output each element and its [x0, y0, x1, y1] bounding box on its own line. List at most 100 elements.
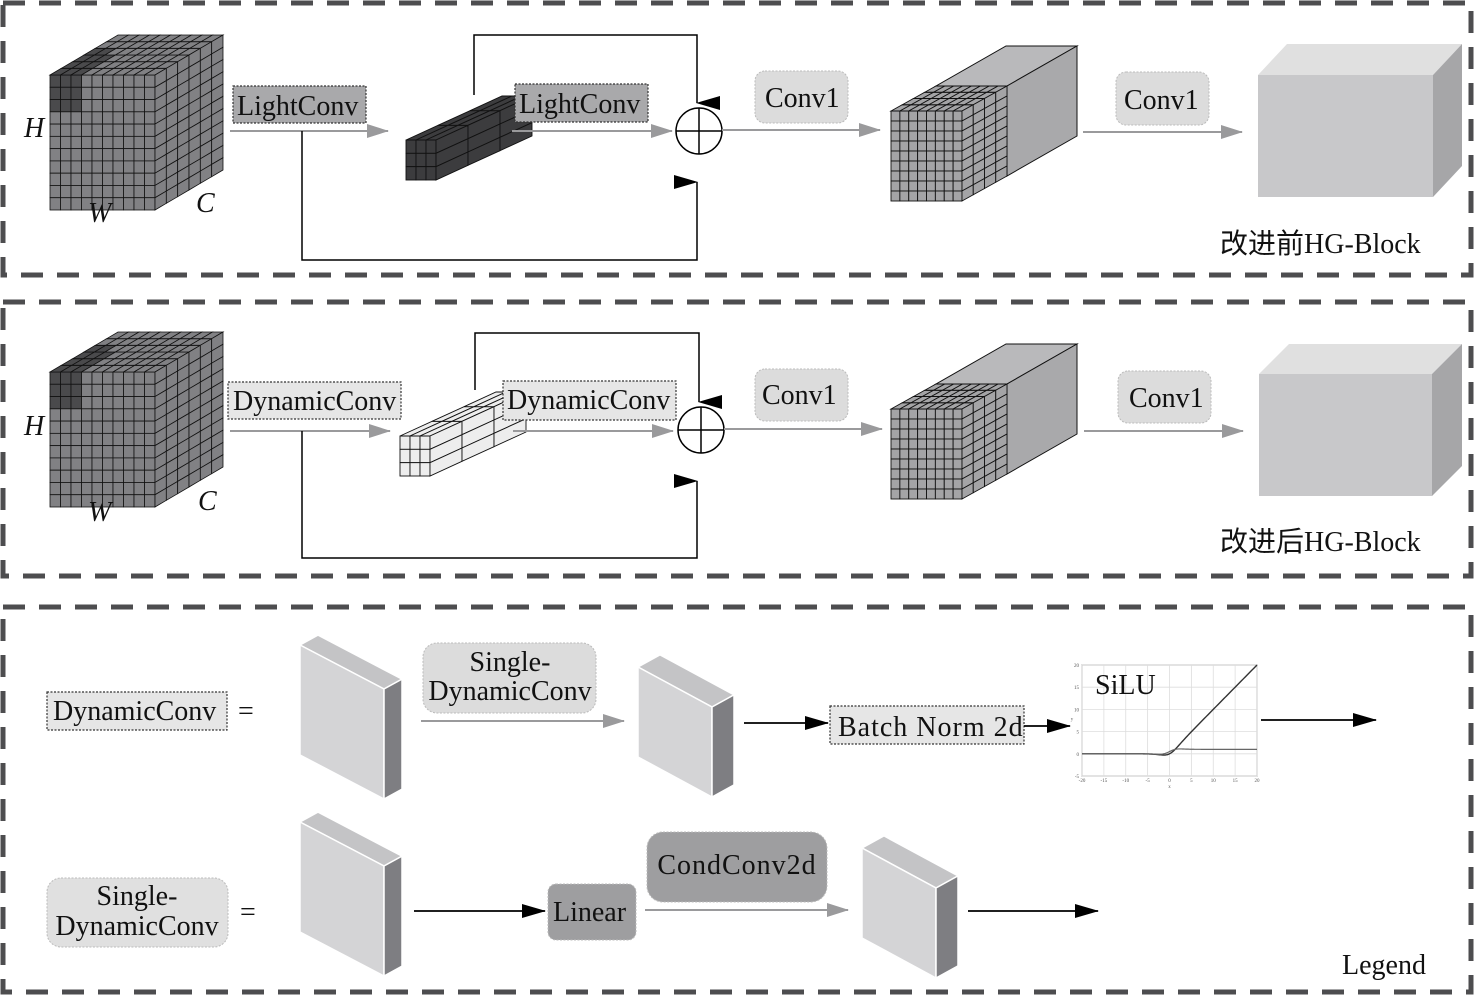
cube-cell — [144, 185, 156, 199]
cube-cell — [133, 420, 145, 434]
single-dynamicconv-line1: Single- — [470, 647, 551, 678]
cube-cell — [81, 148, 93, 162]
cube-cell — [144, 99, 156, 113]
block-cell — [415, 152, 427, 168]
silu-derivative-curve — [1082, 748, 1257, 755]
block-cell — [405, 152, 417, 168]
legend-title: Legend — [1342, 950, 1426, 981]
cube-cell — [112, 396, 124, 410]
cube-cell — [49, 185, 61, 199]
slab-side — [383, 677, 403, 801]
cube-cell — [102, 408, 114, 422]
block-cell — [890, 190, 901, 202]
block-cell — [952, 170, 963, 182]
block-cell — [917, 110, 927, 122]
cube-cell — [123, 111, 135, 125]
block-cell — [890, 180, 901, 192]
cube-cell — [102, 74, 114, 88]
block-cell — [952, 438, 963, 450]
block-cell — [934, 140, 945, 152]
block-cell — [952, 120, 963, 132]
block-cell — [908, 110, 919, 122]
linear-label: Linear — [553, 897, 627, 928]
x-tick-label: -10 — [1122, 779, 1129, 784]
block-cell — [926, 478, 936, 490]
intermediate-feature-block — [405, 95, 533, 181]
block-cell — [934, 150, 945, 162]
op1-box — [232, 85, 367, 124]
block-cell — [952, 190, 963, 202]
cube-cell — [91, 396, 103, 410]
cube-cell — [144, 445, 156, 459]
cube-cell — [123, 494, 135, 508]
cube-cell — [123, 432, 135, 447]
block-cell — [943, 408, 954, 420]
batchnorm-box — [829, 705, 1025, 745]
legend-term2-line2: DynamicConv — [55, 911, 218, 942]
cube-cell — [91, 86, 103, 100]
block-cell — [899, 408, 910, 420]
cube-cell — [123, 148, 135, 162]
cube-cell — [144, 160, 156, 174]
cube-cell — [70, 494, 82, 508]
block-cell — [899, 120, 910, 132]
cube-cell — [91, 420, 103, 434]
cube-cell — [91, 383, 103, 397]
cube-cell — [112, 123, 124, 137]
block-cell — [934, 488, 945, 500]
block-cell — [943, 140, 954, 152]
block-cell — [943, 478, 954, 490]
panel-after-title: 改进后HG-Block — [1220, 526, 1421, 558]
cube-cell — [123, 172, 135, 186]
single-dynamicconv-box — [422, 642, 597, 714]
block-cell — [908, 408, 919, 420]
conv-a-box — [754, 70, 849, 124]
cube-cell — [91, 469, 103, 483]
cube-cell — [70, 420, 82, 434]
skip-connection-top — [474, 332, 722, 409]
block-cell — [917, 418, 927, 430]
cube-cell — [112, 432, 124, 447]
axis-label-c: C — [198, 486, 217, 517]
cube-cell — [60, 457, 72, 471]
axis-label-h: H — [23, 411, 46, 442]
cube-cell — [211, 157, 224, 178]
x-tick-label: 0 — [1168, 779, 1171, 784]
y-tick-label: 5 — [1077, 731, 1080, 736]
block-cell — [917, 190, 927, 202]
conv-a-label: Conv1 — [762, 380, 837, 411]
cube-cell — [112, 420, 124, 434]
block-cell — [890, 418, 901, 430]
block-cell — [908, 160, 919, 172]
block-cell — [943, 468, 954, 480]
cube-cell — [91, 160, 103, 174]
block-cell — [943, 190, 954, 202]
block-cell — [908, 150, 919, 162]
cube-cell — [60, 420, 72, 434]
cube-cell — [112, 371, 124, 385]
cube-cell — [133, 160, 145, 174]
cube-cell — [123, 99, 135, 113]
cube-cell — [81, 408, 93, 422]
output-feature-block — [1258, 44, 1462, 197]
cube-cell — [123, 469, 135, 483]
block-cell — [926, 160, 936, 172]
batchnorm-label: Batch Norm 2d — [838, 712, 1024, 743]
cube-cell — [133, 469, 145, 483]
block-cell — [890, 160, 901, 172]
block-cell — [890, 428, 901, 440]
cube-cell — [81, 123, 93, 137]
block-cell — [952, 448, 963, 460]
cube-cell — [91, 172, 103, 186]
cube-cell — [70, 99, 82, 113]
sum-node-icon — [677, 406, 725, 454]
block-cell — [943, 160, 954, 172]
conv-a-box — [754, 368, 849, 422]
feature-map-slab — [636, 654, 736, 799]
cube-cell — [70, 148, 82, 162]
cube-cell — [133, 408, 145, 422]
cube-cell — [70, 371, 82, 385]
block-cell — [952, 478, 963, 490]
condconv2d-box — [646, 831, 828, 903]
block-cell — [890, 140, 901, 152]
